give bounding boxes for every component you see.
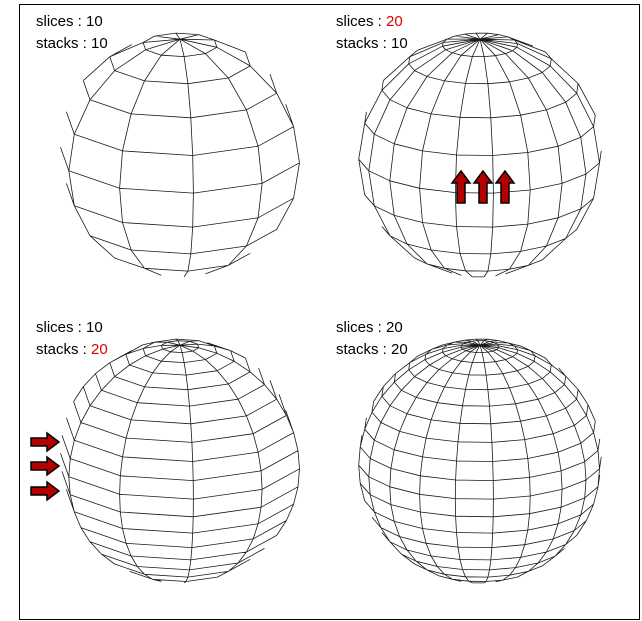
stacks-label: stacks : 20 bbox=[336, 341, 408, 358]
sphere-panel-1: slices : 10 stacks : 10 bbox=[20, 5, 320, 310]
stacks-value: 10 bbox=[391, 35, 408, 52]
slices-value: 20 bbox=[386, 319, 403, 336]
stacks-value: 10 bbox=[91, 35, 108, 52]
slices-label: slices : 10 bbox=[36, 13, 103, 30]
right-arrow-icon bbox=[30, 431, 61, 453]
up-arrow-icon bbox=[472, 169, 494, 204]
sphere-panel-3: slices : 10 stacks : 20 bbox=[20, 311, 320, 616]
sphere-panel-2: slices : 20 stacks : 10 bbox=[320, 5, 620, 310]
sphere-panel-4: slices : 20 stacks : 20 bbox=[320, 311, 620, 616]
right-arrow-icon bbox=[30, 480, 61, 502]
right-arrows-group bbox=[30, 431, 61, 502]
stacks-label: stacks : 20 bbox=[36, 341, 108, 358]
slices-label: slices : 20 bbox=[336, 13, 403, 30]
slices-value: 10 bbox=[86, 13, 103, 30]
wireframe-sphere bbox=[358, 32, 602, 278]
stacks-value: 20 bbox=[91, 341, 108, 358]
wireframe-lines bbox=[60, 32, 300, 278]
stacks-value: 20 bbox=[391, 341, 408, 358]
slices-label: slices : 10 bbox=[36, 319, 103, 336]
wireframe-sphere bbox=[60, 32, 300, 278]
up-arrow-icon bbox=[494, 169, 516, 204]
figure-frame: slices : 10 stacks : 10 slices : 20 stac… bbox=[19, 4, 640, 620]
right-arrow-icon bbox=[30, 455, 61, 477]
up-arrows-group bbox=[450, 169, 516, 204]
wireframe-lines bbox=[358, 338, 602, 584]
stacks-label: stacks : 10 bbox=[36, 35, 108, 52]
wireframe-lines bbox=[60, 338, 300, 584]
slices-value: 20 bbox=[386, 13, 403, 30]
wireframe-lines bbox=[358, 32, 602, 278]
slices-value: 10 bbox=[86, 319, 103, 336]
up-arrow-icon bbox=[450, 169, 472, 204]
slices-label: slices : 20 bbox=[336, 319, 403, 336]
stacks-label: stacks : 10 bbox=[336, 35, 408, 52]
wireframe-sphere bbox=[358, 338, 602, 584]
wireframe-sphere bbox=[60, 338, 300, 584]
